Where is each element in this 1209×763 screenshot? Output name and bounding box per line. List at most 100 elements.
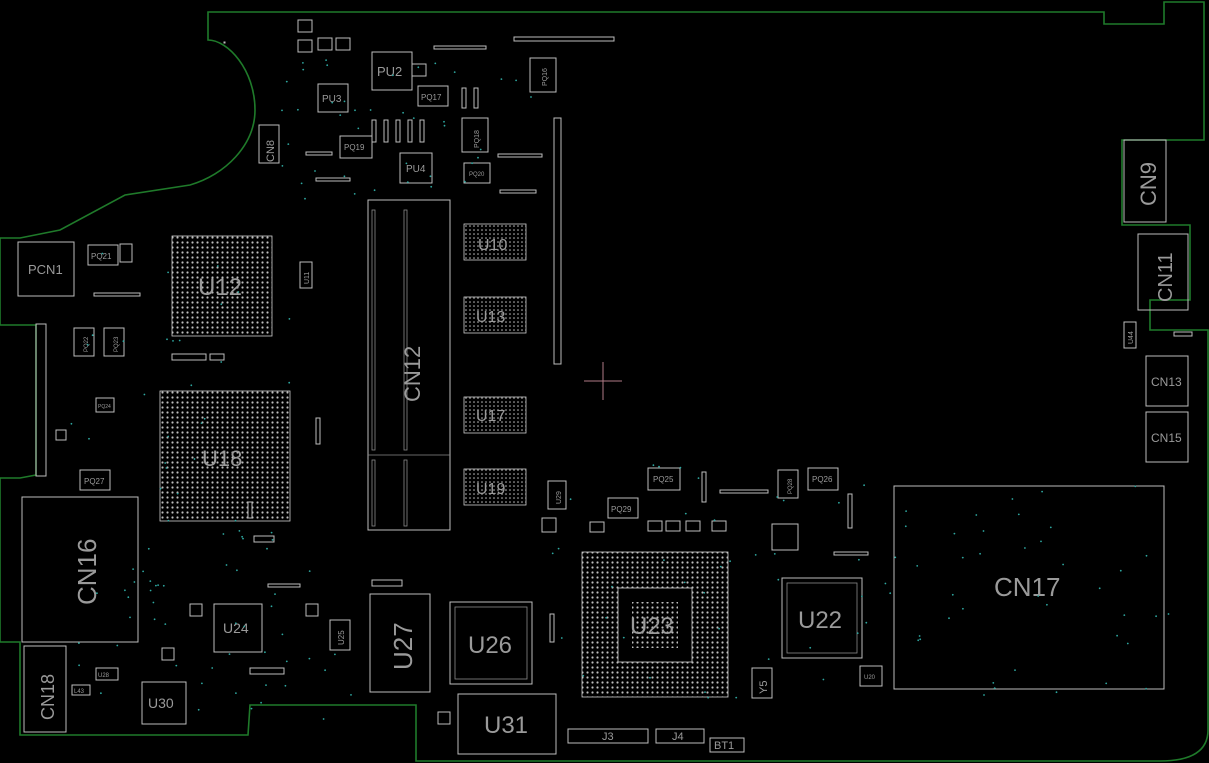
via <box>569 498 572 501</box>
via <box>402 111 404 114</box>
via <box>430 185 433 188</box>
via <box>222 533 225 535</box>
component-pq27: PQ27 <box>79 469 111 491</box>
via <box>265 684 267 686</box>
via <box>281 165 284 167</box>
via <box>392 74 394 77</box>
component-u20: U20 <box>859 665 883 687</box>
via <box>605 616 608 619</box>
component-pq23: PQ23 <box>103 327 125 357</box>
via <box>149 589 152 592</box>
via <box>302 62 304 64</box>
svg-text:U19: U19 <box>476 481 505 498</box>
svg-text:CN11: CN11 <box>1155 252 1177 302</box>
svg-text:PQ17: PQ17 <box>421 93 442 102</box>
svg-text:U11: U11 <box>304 272 311 284</box>
component-cn9: CN9 <box>1123 139 1167 223</box>
via <box>297 108 299 111</box>
via <box>417 66 420 69</box>
via <box>1040 540 1042 543</box>
via <box>1055 691 1058 694</box>
via <box>405 162 408 165</box>
component-u17: U17 <box>463 396 527 434</box>
via <box>166 338 168 341</box>
via <box>91 334 94 337</box>
via <box>287 143 290 146</box>
via <box>241 535 244 538</box>
label-cn16: CN16 <box>72 539 102 605</box>
component-pq21: PQ21 <box>87 244 119 266</box>
via <box>164 623 167 625</box>
via <box>961 556 964 559</box>
capacitor-group-top <box>297 19 479 143</box>
svg-text:U30: U30 <box>148 695 174 711</box>
via <box>228 653 231 655</box>
svg-text:BT1: BT1 <box>714 740 734 752</box>
via <box>176 492 179 495</box>
component-cn17: CN17 <box>893 485 1165 690</box>
via <box>904 525 907 528</box>
via <box>175 664 178 667</box>
via <box>884 582 887 585</box>
via <box>167 435 170 438</box>
via <box>856 632 859 635</box>
svg-text:PQ27: PQ27 <box>84 477 105 486</box>
via <box>948 617 950 620</box>
via <box>718 627 720 630</box>
via <box>658 465 660 468</box>
via <box>983 694 985 696</box>
via <box>1167 613 1170 615</box>
svg-text:PQ23: PQ23 <box>114 336 120 352</box>
component-u24: U24 <box>213 603 263 653</box>
via <box>713 519 716 522</box>
svg-text:PQ22: PQ22 <box>84 336 90 352</box>
svg-text:PQ29: PQ29 <box>611 505 632 514</box>
via <box>325 59 327 61</box>
via <box>353 193 356 195</box>
label-u22: U22 <box>798 607 842 634</box>
via <box>322 718 325 720</box>
via <box>116 644 119 647</box>
via <box>339 114 342 116</box>
trace-bars-top <box>305 36 615 365</box>
component-u19: U19 <box>463 468 527 506</box>
via <box>288 318 291 320</box>
via <box>343 100 346 103</box>
via <box>167 519 170 522</box>
via <box>434 62 437 65</box>
via <box>754 554 757 556</box>
via <box>975 514 978 516</box>
component-bt1: BT1 <box>709 737 745 753</box>
via <box>767 658 770 660</box>
component-cn16: CN16 <box>21 496 139 643</box>
via <box>270 531 273 534</box>
svg-text:PU3: PU3 <box>322 94 342 105</box>
via <box>155 584 157 587</box>
via <box>242 537 244 540</box>
via <box>127 596 130 599</box>
component-pu3: PU3 <box>317 83 349 113</box>
svg-text:PQ20: PQ20 <box>469 172 485 178</box>
label-u18: U18 <box>202 446 242 471</box>
svg-text:U28: U28 <box>98 673 110 679</box>
via <box>515 79 517 82</box>
via <box>153 618 156 621</box>
via <box>479 148 482 151</box>
via <box>70 422 73 425</box>
via <box>1119 569 1122 572</box>
via <box>1049 526 1052 529</box>
via <box>264 651 266 654</box>
via <box>1134 485 1137 488</box>
via <box>1145 687 1147 690</box>
via <box>916 565 919 567</box>
component-u30: U30 <box>141 681 187 725</box>
via <box>157 584 160 586</box>
component-cn8: CN8 <box>258 124 280 164</box>
component-pq25: PQ25 <box>647 467 681 491</box>
label-u12: U12 <box>198 274 242 301</box>
via <box>471 162 473 165</box>
via <box>314 170 316 172</box>
svg-text:U25: U25 <box>337 630 346 645</box>
component-u13: U13 <box>463 296 527 334</box>
via <box>142 570 145 573</box>
